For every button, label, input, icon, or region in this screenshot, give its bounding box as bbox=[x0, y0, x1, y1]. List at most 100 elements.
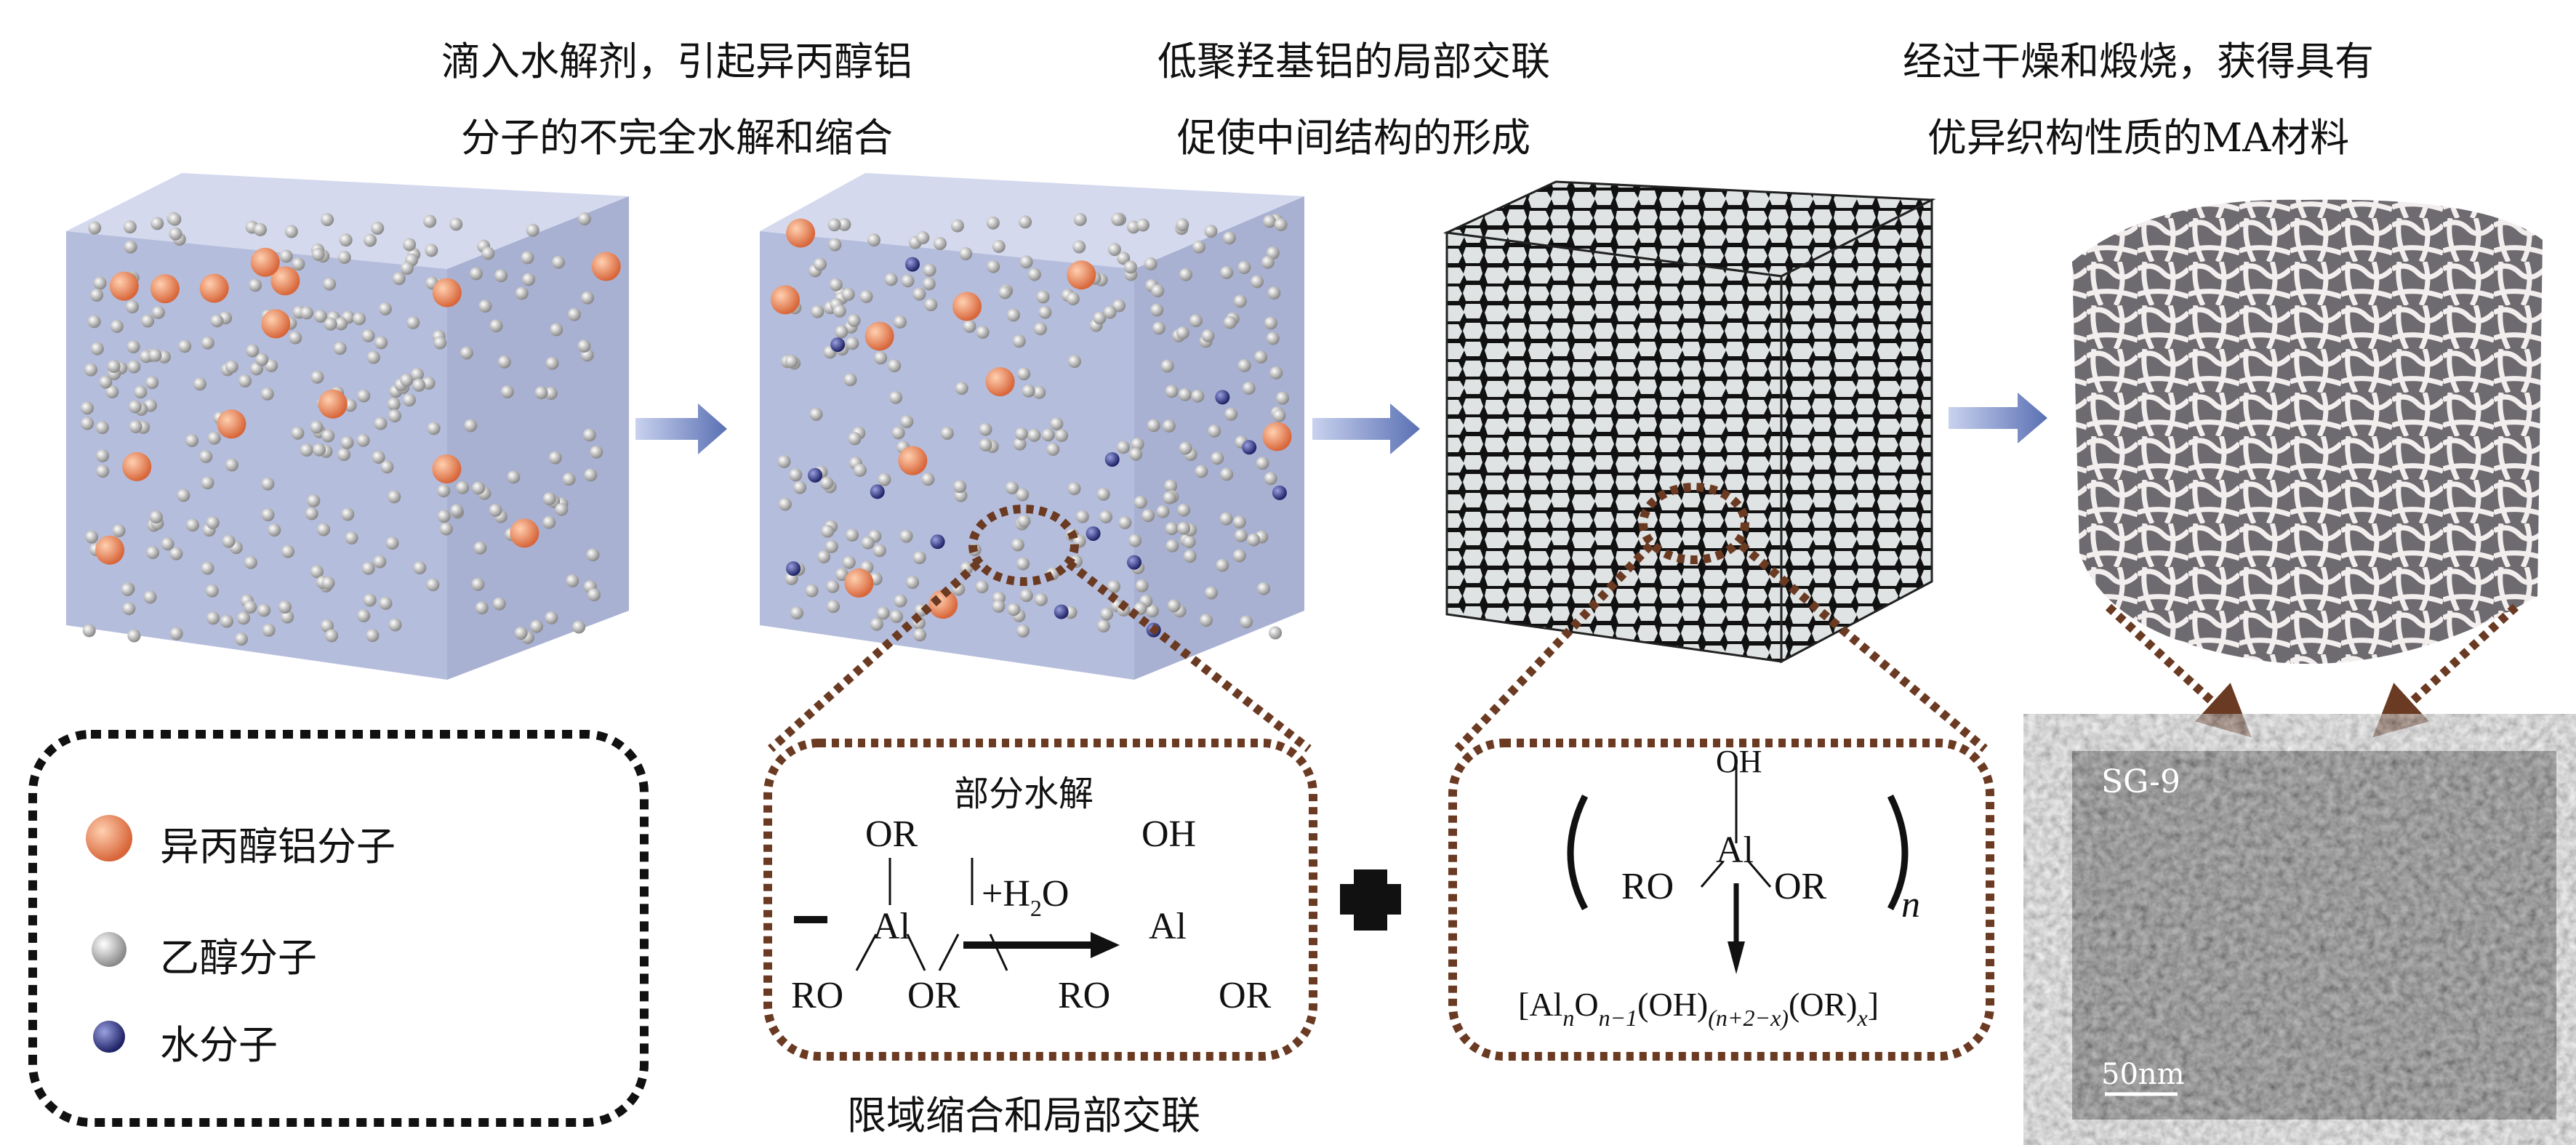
ethanol-sphere bbox=[289, 331, 302, 345]
ethanol-sphere bbox=[222, 534, 236, 548]
ethanol-sphere bbox=[1256, 457, 1269, 470]
water-sphere bbox=[870, 484, 885, 499]
ethanol-sphere bbox=[1156, 505, 1170, 518]
ethanol-sphere bbox=[1133, 495, 1147, 509]
ethanol-sphere bbox=[178, 340, 192, 353]
ethanol-sphere bbox=[953, 480, 967, 494]
ethanol-sphere bbox=[478, 300, 492, 313]
ethanol-sphere bbox=[921, 473, 935, 486]
left-bracket bbox=[1567, 794, 1589, 911]
ethanol-sphere bbox=[122, 602, 136, 616]
ethanol-sphere bbox=[469, 267, 483, 281]
isopropoxide-sphere bbox=[985, 367, 1015, 397]
ethanol-sphere bbox=[916, 230, 930, 244]
ethanol-sphere bbox=[1163, 491, 1176, 505]
ethanol-sphere bbox=[341, 507, 355, 521]
isopropoxide-sphere bbox=[771, 285, 801, 315]
ethanol-sphere bbox=[1145, 604, 1159, 618]
formula-close: ] bbox=[1867, 986, 1879, 1023]
ethanol-sphere bbox=[1038, 305, 1052, 319]
ethanol-sphere bbox=[400, 262, 414, 276]
ethanol-sphere bbox=[489, 319, 503, 333]
ethanol-sphere bbox=[552, 255, 566, 269]
ethanol-sphere bbox=[237, 611, 251, 625]
isopropoxide-sphere bbox=[150, 274, 180, 304]
ethanol-sphere bbox=[521, 251, 534, 265]
ethanol-sphere bbox=[310, 420, 324, 434]
ethanol-sphere bbox=[811, 305, 824, 318]
ethanol-sphere bbox=[439, 522, 453, 536]
ethanol-sphere bbox=[1179, 441, 1192, 455]
ethanol-sphere bbox=[933, 237, 947, 251]
ethanol-sphere bbox=[586, 548, 600, 562]
water-sphere bbox=[1126, 555, 1141, 570]
ethanol-sphere bbox=[1017, 367, 1031, 381]
ethanol-sphere bbox=[544, 387, 558, 401]
ethanol-sphere bbox=[186, 518, 200, 532]
ethanol-sphere bbox=[1208, 424, 1221, 438]
ethanol-sphere bbox=[827, 218, 841, 232]
ethanol-sphere bbox=[387, 397, 401, 411]
ethanol-sphere bbox=[1220, 467, 1234, 481]
ethanol-sphere bbox=[123, 220, 137, 234]
ethanol-sphere bbox=[433, 336, 447, 350]
ethanol-sphere bbox=[1176, 218, 1189, 232]
ethanol-sphere bbox=[364, 233, 377, 247]
ethanol-sphere bbox=[1150, 303, 1164, 317]
isopropoxide-sphere bbox=[864, 321, 894, 351]
ethanol-sphere bbox=[464, 419, 478, 433]
ethanol-sphere bbox=[1178, 387, 1192, 401]
ethanol-sphere bbox=[321, 619, 334, 632]
ethanol-sphere bbox=[545, 611, 558, 624]
ethanol-sphere bbox=[254, 222, 268, 236]
ethanol-sphere bbox=[472, 481, 486, 495]
ethanol-sphere bbox=[201, 336, 214, 350]
formula-or: (OR) bbox=[1788, 986, 1858, 1023]
isopropoxide-sphere bbox=[844, 569, 874, 598]
ethanol-sphere bbox=[340, 435, 354, 449]
ethanol-sphere bbox=[1269, 626, 1283, 640]
isopropoxide-sphere bbox=[199, 273, 229, 303]
ethanol-sphere bbox=[1264, 472, 1277, 486]
ethanol-sphere bbox=[1123, 260, 1137, 274]
ethanol-sphere bbox=[357, 609, 371, 623]
ethanol-sphere bbox=[1234, 529, 1248, 542]
step3-line2: 优异织构性质的MA材料 bbox=[1927, 115, 2350, 161]
ethanol-sphere bbox=[1096, 619, 1110, 633]
ethanol-sphere bbox=[494, 269, 508, 283]
ethanol-sphere bbox=[361, 329, 375, 342]
left-al: Al bbox=[872, 906, 910, 947]
ethanol-sphere bbox=[861, 536, 875, 550]
process-arrow bbox=[635, 403, 727, 454]
ethanol-sphere bbox=[963, 319, 976, 333]
ethanol-sphere bbox=[1022, 384, 1035, 398]
ethanol-sphere bbox=[1036, 290, 1050, 304]
ethanol-sphere bbox=[1274, 218, 1288, 232]
ethanol-sphere bbox=[1117, 252, 1131, 265]
ethanol-sphere bbox=[337, 250, 351, 264]
chemical-bonds bbox=[855, 756, 1772, 971]
ethanol-sphere bbox=[979, 422, 992, 436]
ethanol-sphere bbox=[912, 551, 926, 565]
ethanol-sphere bbox=[238, 374, 252, 388]
ethanol-sphere bbox=[1005, 481, 1019, 494]
ethanol-sphere bbox=[847, 313, 861, 327]
ethanol-sphere bbox=[268, 523, 281, 537]
ethanol-sphere bbox=[124, 240, 137, 254]
ethanol-sphere bbox=[1232, 515, 1246, 529]
ethanol-sphere bbox=[161, 537, 174, 551]
right-bl-group: RO bbox=[1058, 975, 1111, 1016]
tem-scale-label: 50nm bbox=[2101, 1058, 2185, 1091]
ethanol-sphere bbox=[84, 363, 98, 377]
ethanol-sphere bbox=[185, 434, 199, 448]
ethanol-sphere bbox=[891, 426, 905, 440]
ethanol-sphere bbox=[562, 473, 576, 486]
isopropoxide-sphere bbox=[217, 409, 246, 439]
ethanol-sphere bbox=[542, 515, 556, 529]
water-sphere bbox=[1086, 526, 1101, 541]
ethanol-sphere bbox=[1034, 592, 1048, 606]
ethanol-sphere bbox=[471, 577, 485, 591]
ethanol-sphere bbox=[889, 390, 903, 404]
ethanol-sphere bbox=[1205, 586, 1219, 600]
water-sphere bbox=[786, 561, 801, 576]
